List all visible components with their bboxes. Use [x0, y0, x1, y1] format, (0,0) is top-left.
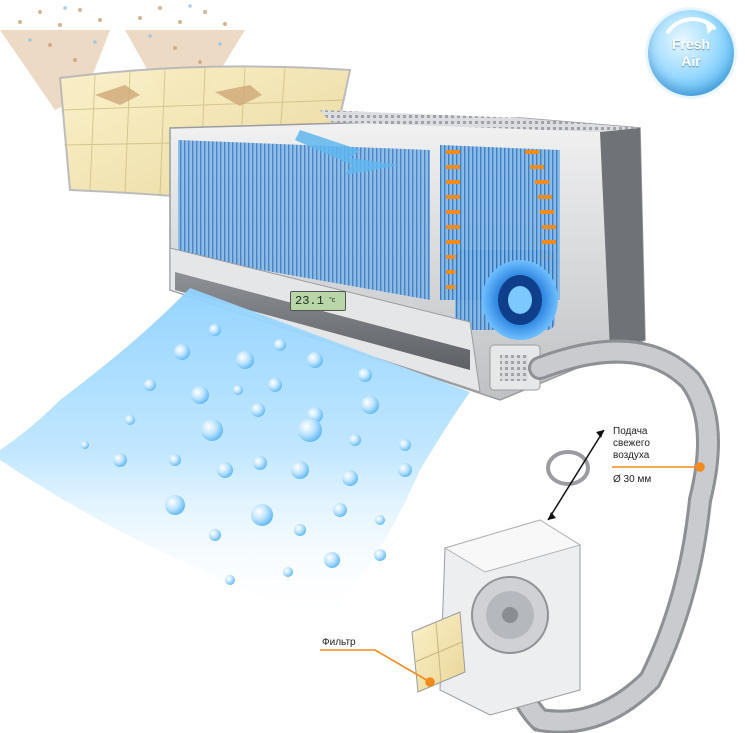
temperature-display: 23.1 °c [290, 291, 346, 311]
diameter-ring-icon [546, 429, 605, 521]
indoor-unit [169, 110, 646, 401]
diameter-label: Ø 30 мм [613, 474, 652, 485]
badge-line1: Fresh [671, 36, 711, 52]
callout-leaders [320, 462, 705, 687]
filter-label: Фильтр [322, 637, 356, 648]
temperature-unit: °c [329, 297, 336, 304]
fresh-air-hose-icon [498, 339, 720, 733]
airflow-stream [0, 288, 470, 620]
blower-fan-icon [455, 250, 558, 340]
temperature-value: 23.1 [295, 294, 324, 308]
badge-line2: Air [681, 53, 701, 69]
fresh-air-supply-label: Подача свежего воздуха [613, 426, 650, 461]
fresh-air-badge-icon: Fresh Air [648, 10, 734, 96]
fresh-air-fan-unit [411, 519, 582, 716]
